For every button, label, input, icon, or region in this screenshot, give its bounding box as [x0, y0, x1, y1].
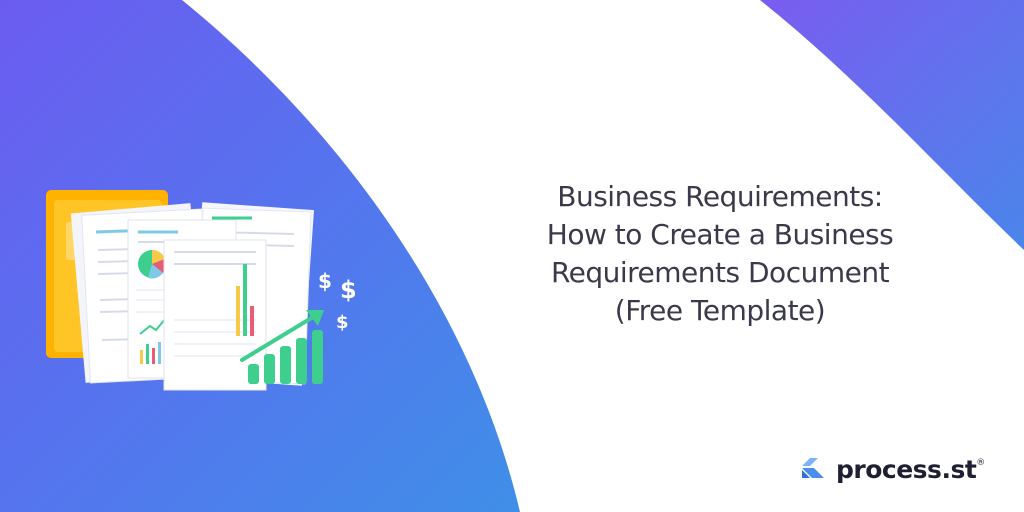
small-bar-chart [140, 342, 161, 364]
brand-name: process.st® [836, 455, 985, 484]
pie-chart-icon [138, 250, 167, 279]
registered-mark: ® [976, 457, 985, 468]
process-st-chevron-logo-icon [802, 458, 824, 478]
brand-name-tld: st [950, 454, 977, 484]
title-line-3: Requirements Document [550, 256, 890, 289]
title-line-2: How to Create a Business [546, 218, 894, 251]
brand-name-main: process [836, 454, 942, 484]
process-st-logo[interactable]: process.st® [798, 452, 985, 486]
page-title: Business Requirements: How to Create a B… [500, 178, 940, 330]
bar-chart-icon [248, 330, 323, 384]
svg-text:$: $ [340, 276, 357, 304]
brand-name-dot: . [941, 454, 951, 484]
trend-arrow-icon [240, 310, 324, 362]
title-line-1: Business Requirements: [557, 180, 883, 213]
svg-text:$: $ [336, 312, 349, 333]
right-gradient-shape [760, 0, 1024, 250]
svg-text:$: $ [318, 269, 332, 293]
dollar-sign-icon: $ $ $ [318, 269, 357, 333]
title-line-4: (Free Template) [614, 294, 826, 327]
